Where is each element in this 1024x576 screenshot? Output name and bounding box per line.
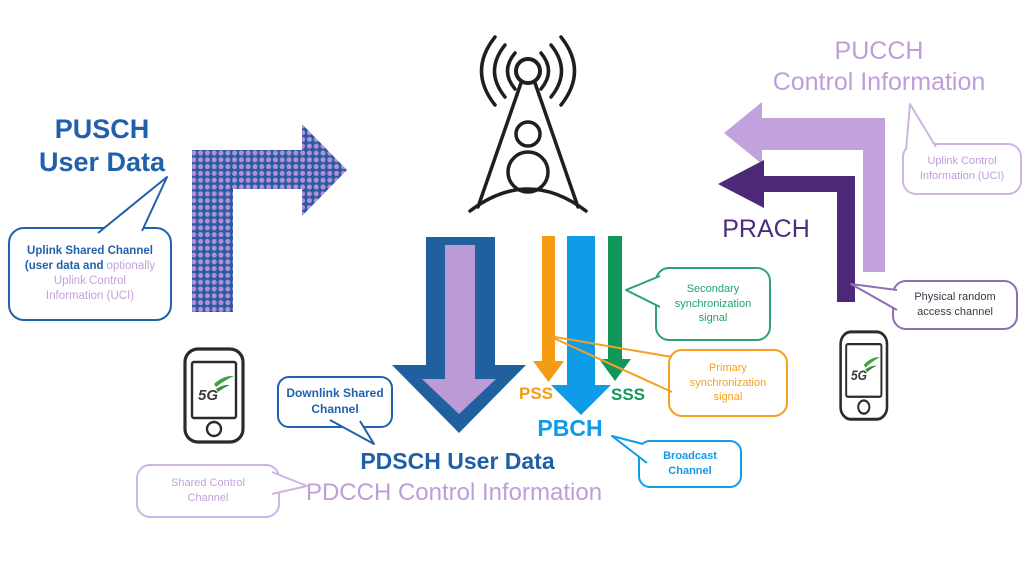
sss-arrow: [599, 236, 631, 381]
callout-line: Uplink Control: [927, 155, 997, 168]
secondary-sync-callout: Secondary synchronization signal: [655, 267, 771, 341]
callout-line: signal: [713, 391, 743, 404]
callout-line: Secondary: [686, 283, 740, 296]
prach-callout: Physical random access channel: [892, 280, 1018, 330]
pss-arrow: [533, 236, 564, 382]
callout-pointer: [548, 335, 673, 393]
cell-tower-icon: [468, 35, 588, 213]
pusch-arrow: [192, 124, 347, 312]
callout-line: Information (UCI): [919, 170, 1005, 182]
pdcch-arrow-inner: [422, 245, 496, 414]
pdcch-label: PDCCH Control Information: [305, 479, 603, 506]
pdsch-arrow: [392, 237, 526, 433]
callout-line: Shared Control: [171, 477, 245, 490]
leaf-swoosh-icon: [863, 357, 880, 368]
leaf-swoosh-icon: [865, 365, 877, 373]
pdsch-label: PDSCH User Data: [360, 448, 555, 474]
smartphone-icon: 5G: [183, 347, 245, 444]
callout-line: Physical random: [914, 291, 996, 304]
callout-pointer: [850, 283, 898, 311]
shared-control-channel-callout: Shared Control Channel: [136, 464, 280, 518]
leaf-swoosh-icon: [216, 384, 230, 392]
callout-line: Channel: [187, 492, 229, 504]
pusch-label: PUSCH User Data: [22, 113, 182, 179]
pbch-label: PBCH: [537, 415, 603, 441]
uci-callout: Uplink Control Information (UCI): [902, 143, 1022, 195]
leaf-swoosh-icon: [214, 375, 234, 387]
callout-line: Uplink Shared Channel: [27, 244, 153, 257]
sss-label: SSS: [610, 385, 646, 404]
phone-5g-logo: 5G: [198, 387, 218, 404]
callout-pointer: [97, 176, 168, 234]
pusch-title: PUSCH: [54, 114, 150, 144]
pucch-subtitle: Control Information: [772, 67, 986, 96]
smartphone-icon: 5G: [839, 330, 889, 421]
downlink-shared-channel-callout: Downlink Shared Channel: [277, 376, 393, 428]
phone-5g-logo: 5G: [851, 367, 867, 383]
callout-line: access channel: [917, 306, 993, 318]
callout-line: synchronization: [674, 297, 752, 310]
primary-sync-callout: Primary synchronization signal: [668, 349, 788, 417]
callout-line: Information (UCI): [45, 290, 135, 303]
pucch-label: PUCCH Control Information: [762, 36, 996, 97]
callout-line: Uplink Control: [53, 275, 127, 287]
callout-line: Downlink Shared: [286, 386, 384, 401]
callout-line: Channel: [668, 465, 712, 477]
callout-line: Broadcast: [663, 450, 717, 463]
pucch-arrow: [724, 102, 885, 272]
callout-line: Primary: [709, 362, 747, 375]
broadcast-channel-callout: Broadcast Channel: [638, 440, 742, 488]
callout-line: synchronization: [689, 376, 767, 389]
prach-label: PRACH: [722, 215, 810, 243]
callout-line: signal: [698, 312, 728, 325]
callout-pointers: [97, 103, 937, 495]
pss-label: PSS: [518, 384, 554, 403]
pucch-title: PUCCH: [834, 37, 924, 65]
callout-line: Channel: [311, 402, 359, 416]
pusch-subtitle: User Data: [38, 146, 166, 177]
